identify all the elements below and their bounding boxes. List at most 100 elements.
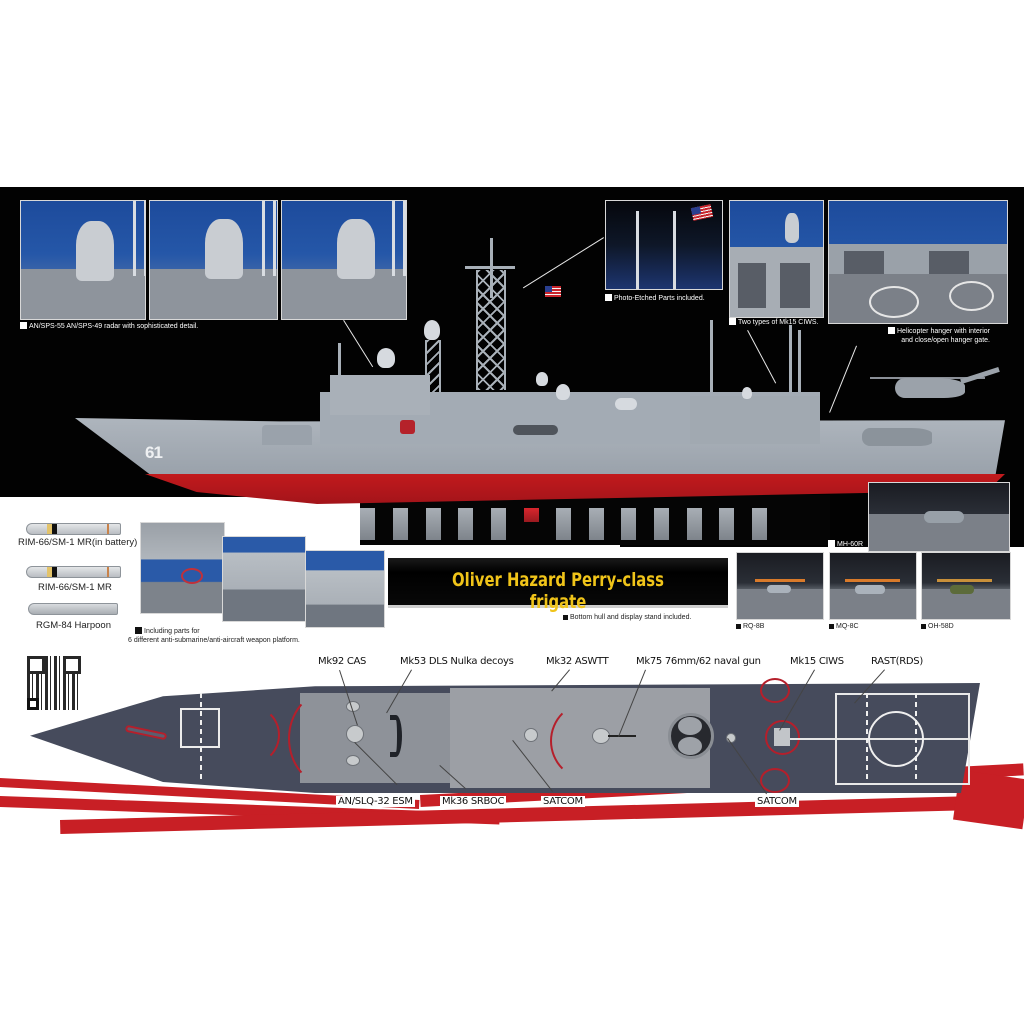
callout-an-slq32: AN/SLQ-32 ESM (336, 796, 415, 807)
missile-harpoon (28, 603, 118, 615)
stand-emblem (524, 508, 539, 522)
missile-label: RGM-84 Harpoon (36, 620, 111, 631)
mast-lattice (262, 201, 276, 276)
radar-antenna (424, 320, 440, 340)
qr-code[interactable] (27, 656, 81, 710)
qr-code-finder (27, 698, 39, 710)
main-lattice-mast (476, 270, 506, 390)
hangar-door (780, 263, 810, 308)
weapon-platform-photo-1 (140, 522, 225, 614)
callout-mk53-dls: Mk53 DLS Nulka decoys (400, 656, 514, 667)
helicopter-model (950, 585, 974, 594)
radar-caption: AN/SPS-55 AN/SPS-49 radar with sophistic… (20, 322, 198, 331)
bullet-icon (605, 294, 612, 301)
callout-mk32-aswtt: Mk32 ASWTT (546, 656, 609, 667)
callout-satcom-2: SATCOM (755, 796, 799, 807)
stand-leg (621, 508, 636, 540)
weapon-platform-photo-2 (222, 536, 306, 622)
red-arc (550, 701, 630, 781)
display-stand-caption: Bottom hull and display stand included. (563, 613, 691, 622)
missile-sm1-battery (26, 523, 121, 535)
radar-turret (205, 219, 243, 279)
us-flag-icon (545, 286, 561, 297)
aft-antenna (710, 320, 713, 400)
bullet-icon (829, 624, 834, 629)
aft-antenna (798, 330, 801, 405)
ciws-dome (742, 387, 752, 399)
radar-detail-photo-2 (149, 200, 278, 320)
landing-circle (868, 711, 924, 767)
product-title: Oliver Hazard Perry-class frigate (452, 569, 664, 613)
stand-leg (556, 508, 571, 540)
drone-model (767, 585, 791, 593)
mast-lattice (133, 201, 145, 276)
flight-deck-dash (915, 693, 917, 783)
hull-number: 61 (145, 443, 163, 462)
satcom-dome (536, 372, 548, 386)
forward-missile-launcher (262, 425, 312, 445)
photo-etched-caption: Photo-Etched Parts included. (605, 294, 705, 303)
red-arc (220, 705, 280, 765)
ciws-red-ring (765, 720, 800, 755)
ciws-caption: Two types of Mk15 CIWS. (729, 318, 819, 327)
flight-deck-box (835, 693, 970, 785)
bullet-icon (736, 624, 741, 629)
callout-mk92-cas: Mk92 CAS (318, 656, 367, 667)
callout-mk75-gun: Mk75 76mm/62 naval gun (636, 656, 761, 667)
deck-plan-view (30, 678, 980, 793)
ship-crest (400, 420, 415, 434)
stand-leg (589, 508, 604, 540)
hangar-caption: Helicopter hanger with interior and clos… (888, 327, 990, 345)
missile-label: RIM-66/SM-1 MR (38, 582, 112, 593)
stand-leg (687, 508, 702, 540)
rq8b-label: RQ-8B (736, 622, 764, 631)
hangar-detail-photo (828, 200, 1008, 324)
rotor-blade (937, 579, 992, 582)
stand-leg (654, 508, 669, 540)
callout-mk15-ciws: Mk15 CIWS (790, 656, 844, 667)
bow-dash-line (200, 693, 202, 783)
helicopter-model (924, 511, 964, 523)
weapon-platform-photo-3 (305, 550, 385, 628)
red-arc (760, 678, 790, 703)
stand-leg (752, 508, 767, 540)
bullet-icon (729, 318, 736, 325)
drone-model (855, 585, 885, 594)
aft-antenna (789, 325, 792, 405)
red-highlight-ring (181, 568, 203, 584)
red-arc (760, 768, 790, 793)
helicopter-silhouette (895, 378, 965, 398)
stand-leg (393, 508, 408, 540)
red-arc (288, 691, 368, 786)
callout-mk36-srboc: Mk36 SRBOC (440, 796, 507, 807)
stand-leg (458, 508, 473, 540)
gun-barrel (608, 735, 636, 737)
mq8c-label: MQ-8C (829, 622, 859, 631)
radar-turret (76, 221, 114, 281)
landing-circle (869, 286, 919, 318)
launcher-rail (678, 717, 702, 735)
radar-dome (377, 348, 395, 368)
callout-rast: RAST(RDS) (871, 656, 923, 667)
bullet-icon (888, 327, 895, 334)
flight-deck-dash (866, 693, 868, 783)
stand-leg (360, 508, 375, 540)
naval-gun-turret (615, 398, 637, 410)
title-plaque: Oliver Hazard Perry-class frigate (388, 558, 728, 613)
radar-turret (337, 219, 375, 279)
rigid-inflatable-boat (513, 425, 558, 435)
bullet-icon (135, 627, 142, 634)
mk15-ciws-mount (774, 728, 790, 746)
mast-lattice (392, 201, 406, 276)
landing-circle (949, 281, 994, 311)
rotor-blade (755, 579, 805, 582)
bullet-icon (20, 322, 27, 329)
callout-satcom-1: SATCOM (541, 796, 585, 807)
nulka-decoy-launcher (390, 715, 402, 757)
mq8c-detail-photo (829, 552, 917, 620)
hangar-door (738, 263, 766, 308)
mh60r-detail-photo (868, 482, 1010, 552)
ship-bridge (330, 375, 430, 415)
ciws-detail-photo (729, 200, 824, 318)
mast-yard (465, 266, 515, 269)
